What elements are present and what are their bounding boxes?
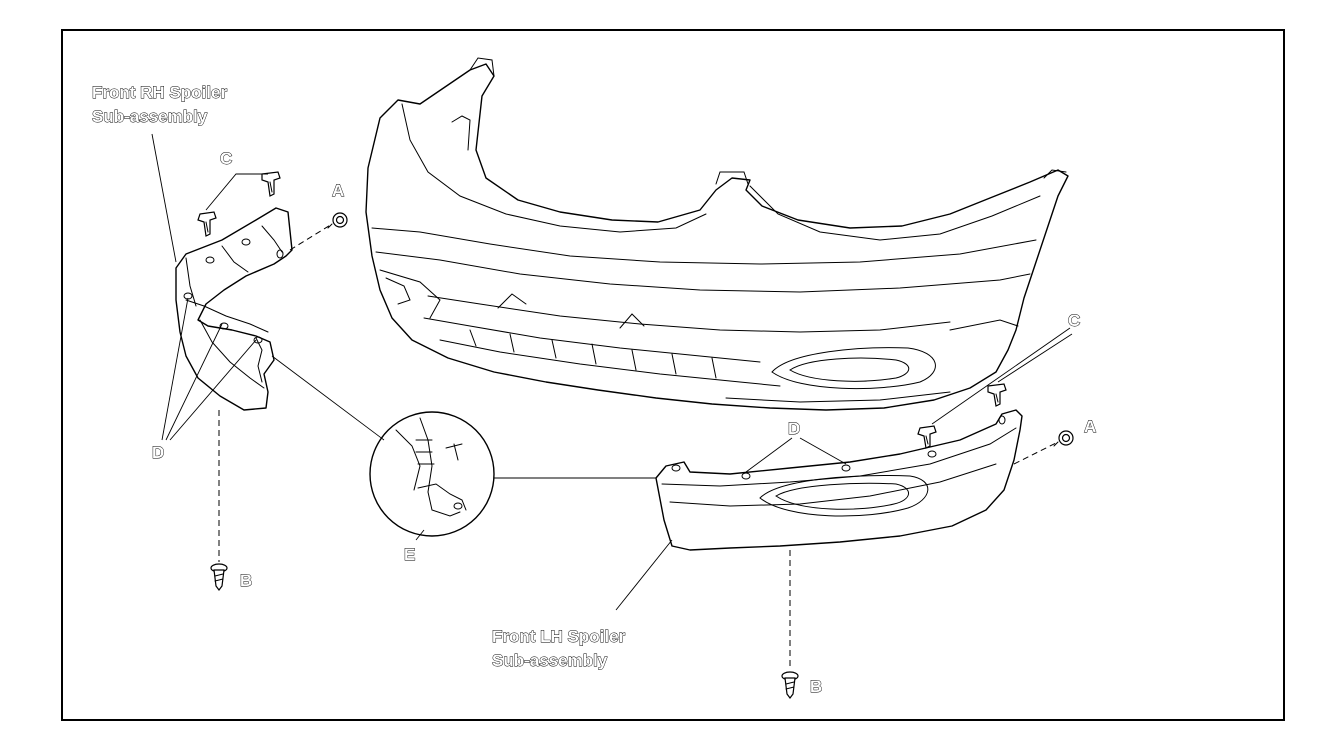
- callout-a-lh: A: [1084, 417, 1096, 436]
- front-lh-spoiler-sub-assembly: [655, 409, 1023, 551]
- callout-b-lh: B: [810, 677, 822, 696]
- screw-icon: [210, 563, 228, 591]
- callout-d-lh: D: [788, 419, 800, 438]
- callout-b-rh: B: [240, 571, 252, 590]
- dashed-alignment-lines: [218, 223, 1059, 670]
- rh-spoiler-label-line2: Sub-assembly: [92, 107, 208, 126]
- screw-icon: [781, 671, 799, 699]
- detail-view-circle: [369, 411, 495, 537]
- bolt-icon: [327, 212, 348, 229]
- bolt-icon: [1053, 430, 1074, 447]
- callout-c-lh: C: [1068, 311, 1080, 330]
- callout-a-rh: A: [332, 181, 344, 200]
- clip-icon: [261, 171, 281, 197]
- callout-c-rh: C: [220, 149, 232, 168]
- front-bumper-cover: [365, 57, 1069, 411]
- callout-e: E: [404, 545, 415, 564]
- lh-spoiler-label-line2: Sub-assembly: [492, 651, 608, 670]
- clip-icon: [917, 425, 937, 449]
- rh-spoiler-label-line1: Front RH Spoiler: [92, 83, 227, 102]
- callout-d-rh: D: [152, 443, 164, 462]
- clip-icon: [987, 383, 1007, 407]
- clip-icon: [197, 211, 217, 237]
- lh-spoiler-label-line1: Front LH Spoiler: [492, 627, 626, 646]
- leader-lines: [151, 133, 1073, 611]
